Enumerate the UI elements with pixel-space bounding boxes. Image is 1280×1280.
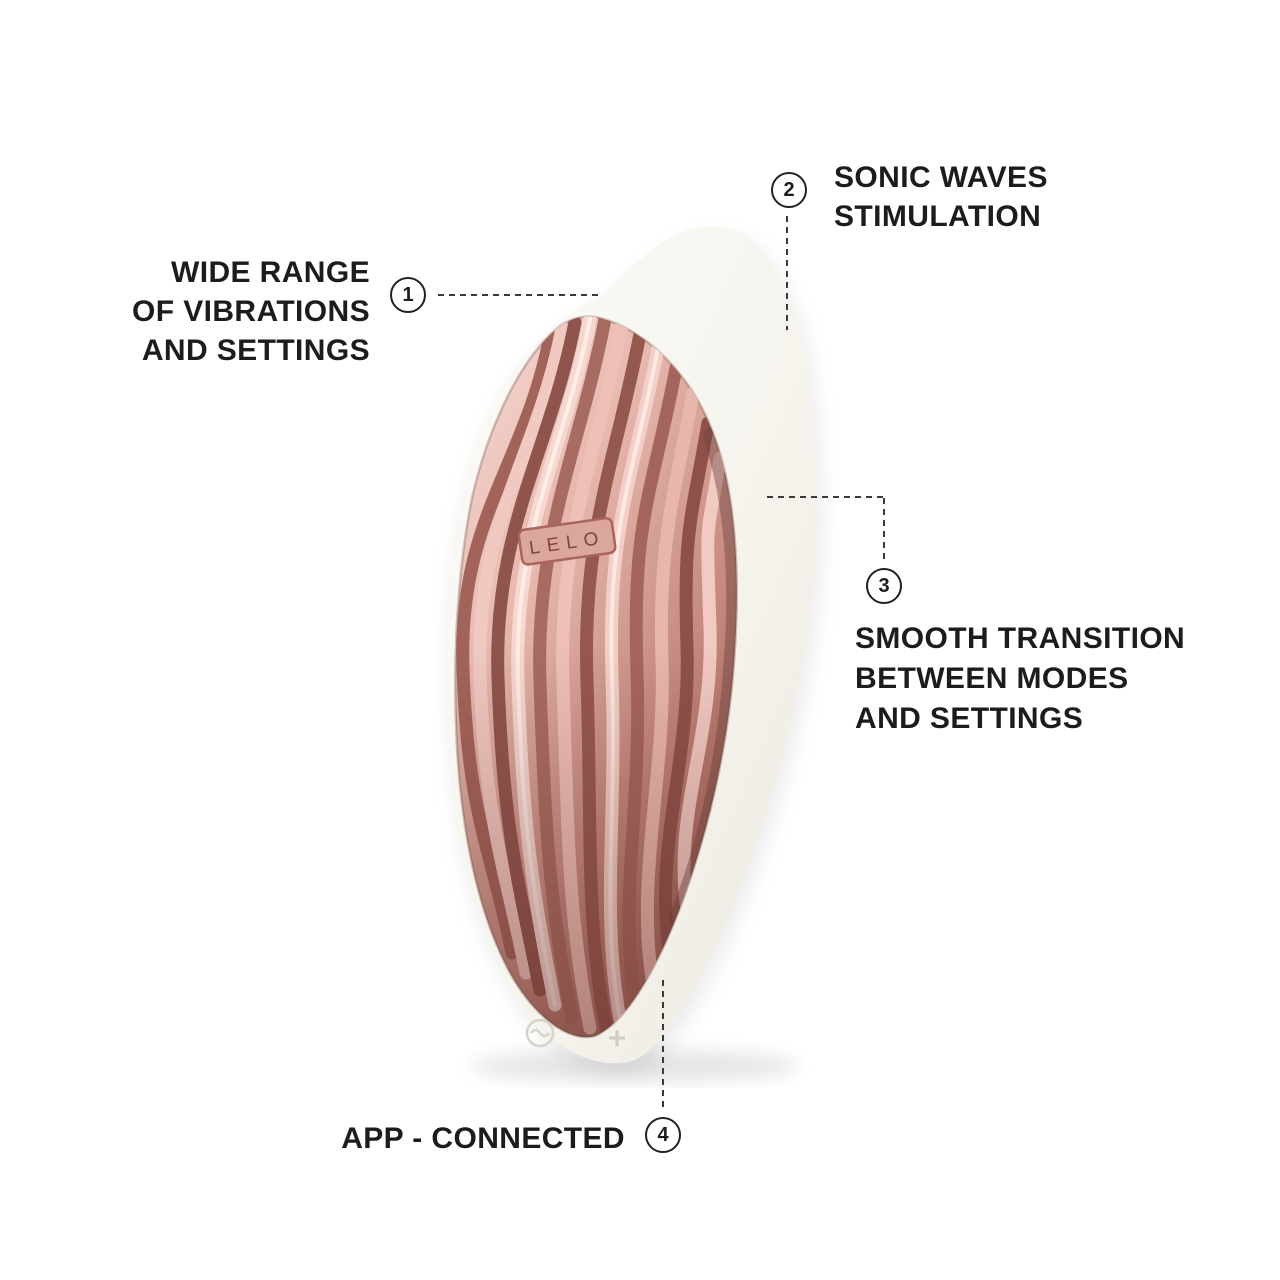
plus-button-icon bbox=[609, 1030, 625, 1046]
callout-4-number-badge: 4 bbox=[645, 1117, 681, 1153]
callout-3-line-2: BETWEEN MODES bbox=[855, 662, 1129, 695]
callout-1-leader-line bbox=[438, 294, 598, 296]
callout-2-leader-line bbox=[786, 216, 788, 330]
callout-1-line-1: WIDE RANGE bbox=[171, 256, 370, 289]
callout-2-line-2: STIMULATION bbox=[834, 200, 1042, 233]
callout-1-label: WIDE RANGE OF VIBRATIONS AND SETTINGS bbox=[90, 253, 370, 370]
callout-4-leader-line bbox=[662, 980, 664, 1110]
callout-3-label: SMOOTH TRANSITION BETWEEN MODES AND SETT… bbox=[855, 619, 1235, 739]
callout-1-line-2: OF VIBRATIONS bbox=[132, 295, 370, 328]
callout-3-line-3: AND SETTINGS bbox=[855, 702, 1084, 735]
callout-3-leader-line-horizontal bbox=[767, 496, 885, 498]
callout-1-line-3: AND SETTINGS bbox=[141, 334, 370, 367]
callout-3-leader-line-vertical bbox=[883, 498, 885, 562]
callout-2-line-1: SONIC WAVES bbox=[834, 161, 1048, 194]
panel-ridges bbox=[455, 316, 737, 1038]
callout-2-number-badge: 2 bbox=[771, 172, 807, 208]
callout-2-label: SONIC WAVES STIMULATION bbox=[834, 158, 1134, 236]
callout-1-number-badge: 1 bbox=[390, 277, 426, 313]
callout-4-line-1: APP - CONNECTED bbox=[341, 1122, 625, 1155]
device-illustration: LELO bbox=[444, 226, 818, 1082]
brand-logo-badge: LELO bbox=[517, 517, 617, 566]
ground-shadow bbox=[470, 1050, 800, 1082]
callout-3-number-badge: 3 bbox=[866, 568, 902, 604]
callout-3-line-1: SMOOTH TRANSITION bbox=[855, 622, 1186, 655]
callout-4-label: APP - CONNECTED bbox=[315, 1119, 625, 1158]
wave-button-icon bbox=[525, 1018, 555, 1048]
